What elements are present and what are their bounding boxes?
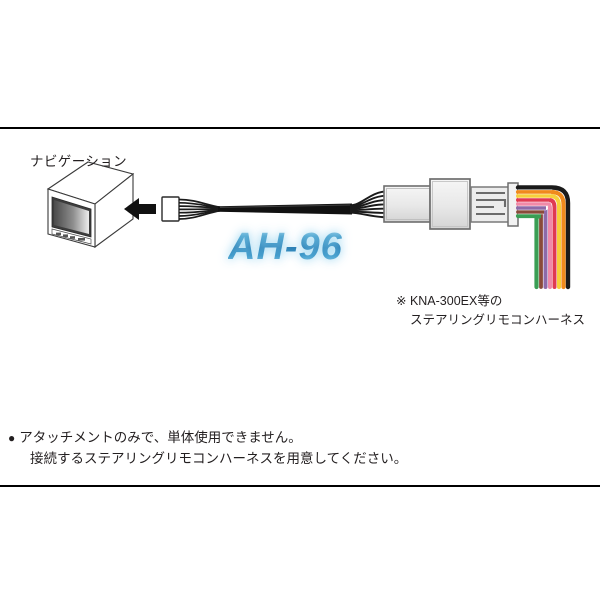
main-cable: [218, 203, 352, 215]
harness-note: ※ KNA-300EX等の ステアリングリモコンハーネス: [396, 292, 585, 330]
wiring-diagram: [0, 129, 600, 485]
attachment-connector-left: [383, 185, 433, 223]
divider-bottom: [0, 485, 600, 487]
left-wire-fan: [178, 198, 221, 220]
right-wire-fan: [349, 190, 386, 219]
divider-top: [0, 127, 600, 129]
usage-notes: ● アタッチメントのみで、単体使用できません。 接続するステアリングリモコンハー…: [8, 428, 407, 470]
navigation-unit-icon: [46, 161, 135, 249]
attachment-connector-center: [429, 178, 471, 230]
harness-note-line2: ステアリングリモコンハーネス: [410, 312, 586, 327]
usage-note-line2: 接続するステアリングリモコンハーネスを用意してください。: [30, 450, 408, 466]
left-arrow-icon: [124, 198, 156, 220]
product-logo: AH-96: [228, 226, 343, 268]
navigation-side-connector: [161, 196, 180, 222]
colored-wire-bundle: [515, 185, 571, 290]
bullet-icon: ●: [8, 431, 16, 445]
harness-note-line1: ※ KNA-300EX等の: [396, 294, 503, 308]
harness-connector-right: [470, 182, 519, 227]
usage-note-line1: アタッチメントのみで、単体使用できません。: [19, 430, 302, 445]
navigation-unit-label: ナビゲーション: [30, 154, 128, 169]
